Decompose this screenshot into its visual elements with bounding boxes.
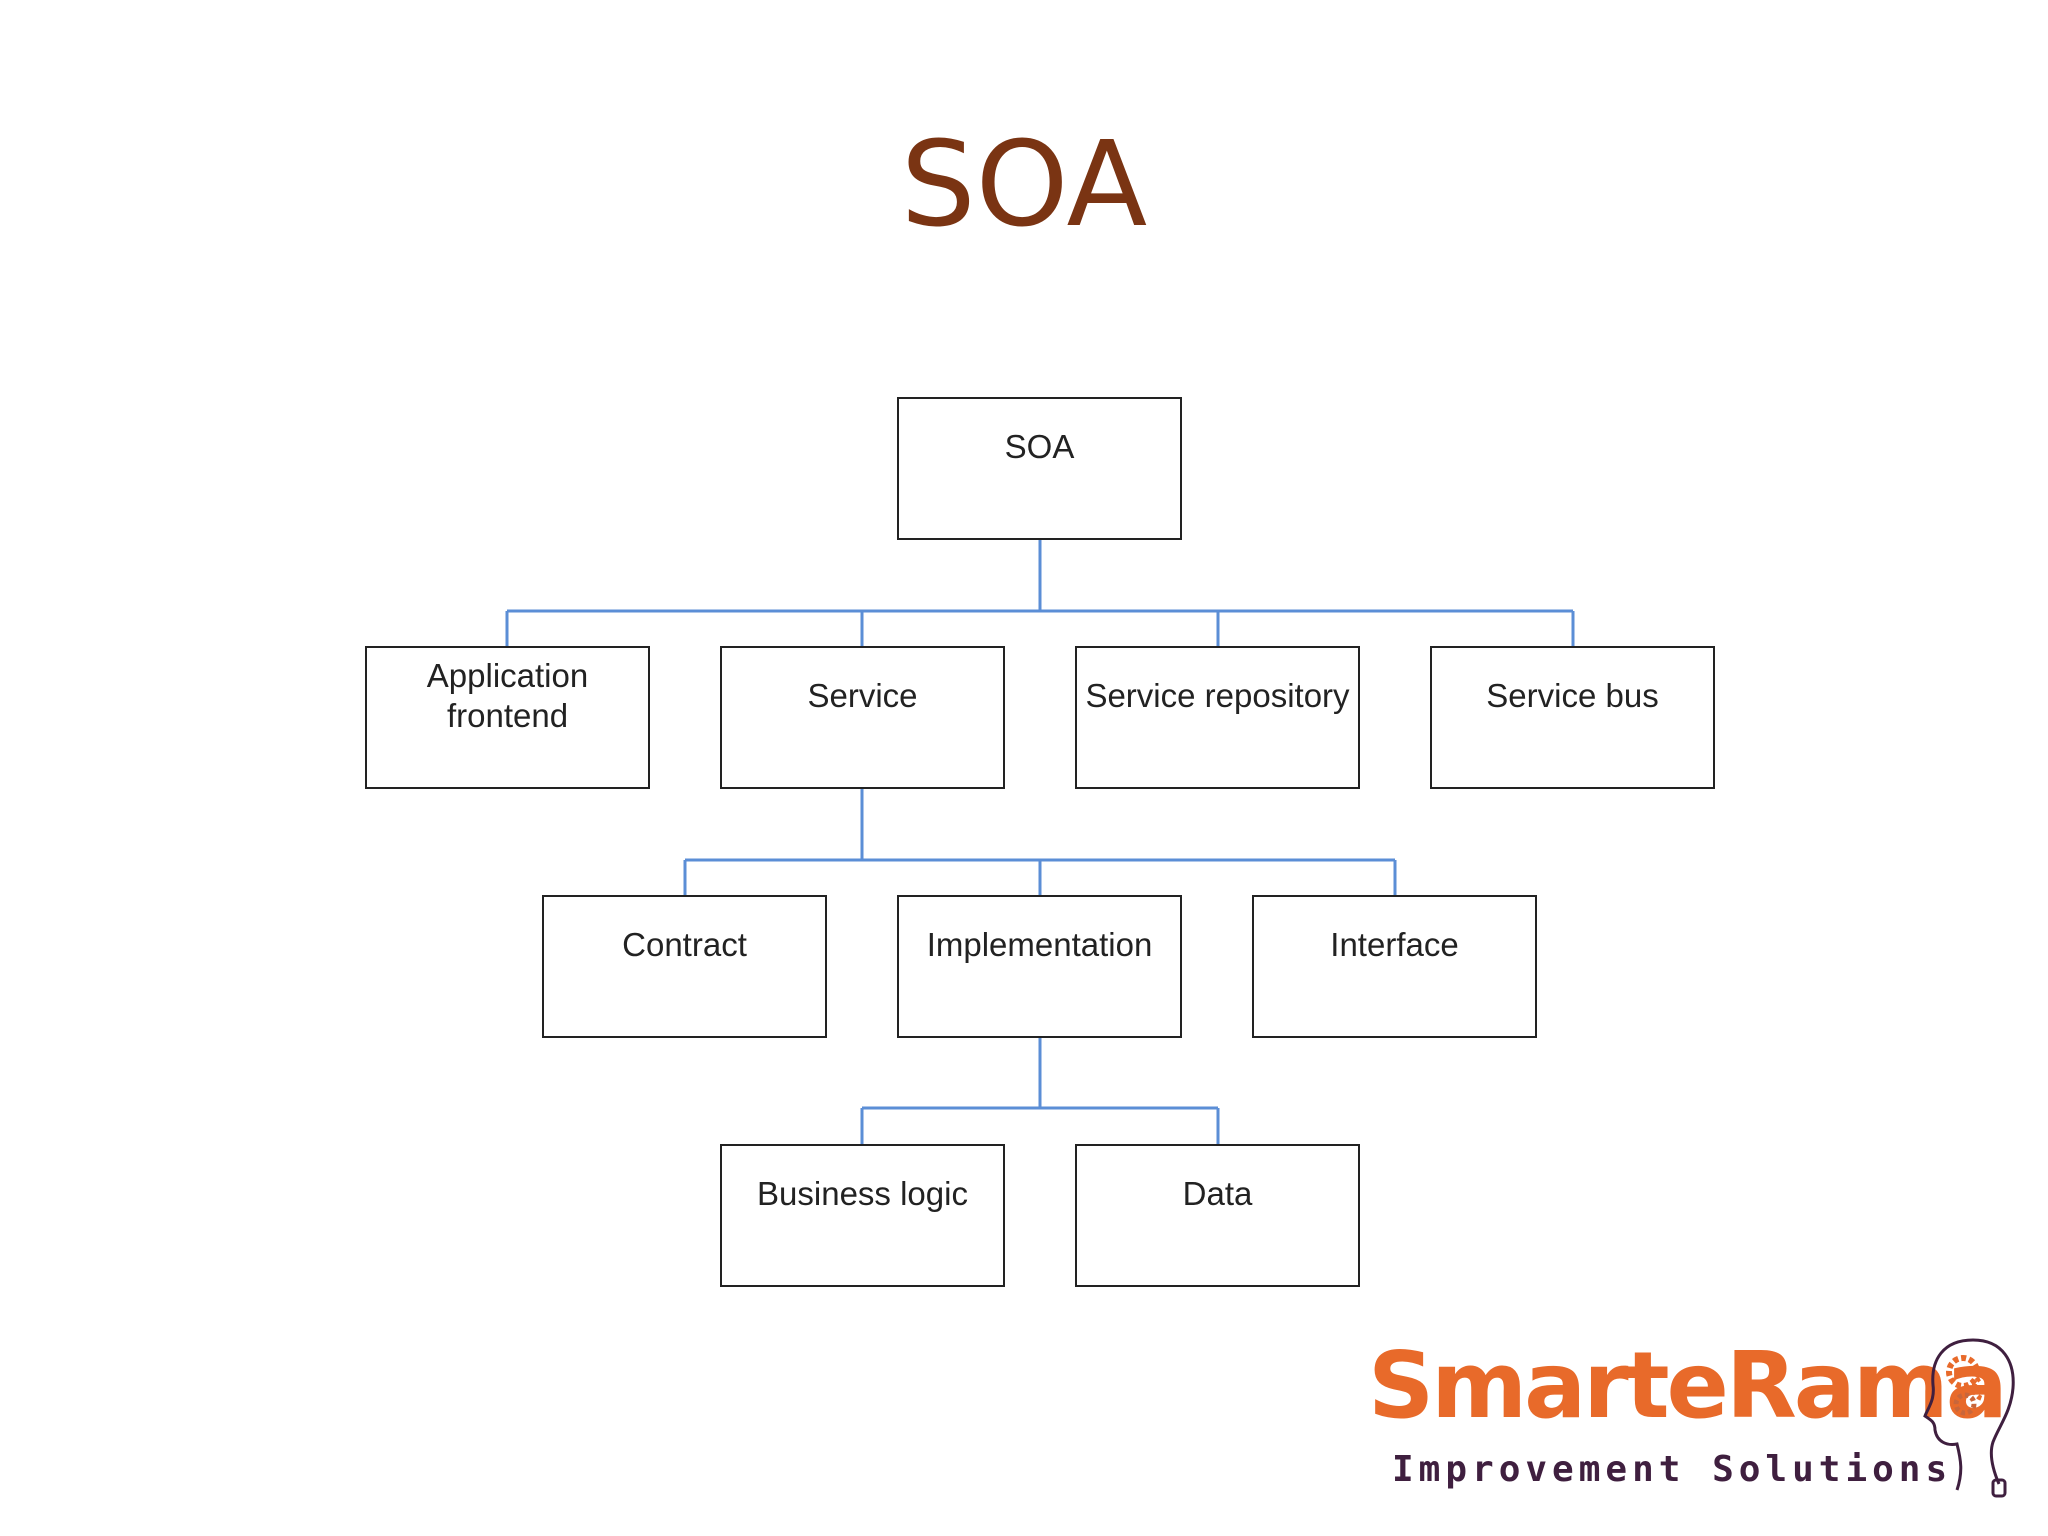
node-label: Data (1182, 1175, 1253, 1212)
head-with-gears-icon (1923, 1338, 2015, 1498)
node-label: Business logic (757, 1175, 968, 1212)
node-contract: Contract (542, 895, 827, 1038)
node-label: SOA (1004, 428, 1075, 465)
node-label: Service (807, 677, 918, 714)
node-data: Data (1075, 1144, 1360, 1287)
node-label: Interface (1330, 926, 1459, 963)
node-business-logic: Business logic (720, 1144, 1005, 1287)
node-interface: Interface (1252, 895, 1537, 1038)
node-label: Contract (622, 926, 747, 963)
node-service-repository: Service repository (1075, 646, 1360, 789)
node-service-bus: Service bus (1430, 646, 1715, 789)
node-implementation: Implementation (897, 895, 1182, 1038)
node-label: Service repository (1085, 677, 1350, 714)
smarterama-logo: SmarteRama Improvement Solutions (1368, 1332, 2028, 1520)
logo-wordmark: SmarteRama (1368, 1332, 2008, 1439)
node-label: Application frontend (426, 657, 589, 734)
node-label: Service bus (1486, 677, 1659, 714)
slide-title: SOA (900, 115, 1148, 253)
node-label: Implementation (926, 926, 1153, 963)
node-service: Service (720, 646, 1005, 789)
logo-tagline: Improvement Solutions (1392, 1449, 1953, 1490)
node-application-frontend: Application frontend (365, 646, 650, 789)
node-soa: SOA (897, 397, 1182, 540)
